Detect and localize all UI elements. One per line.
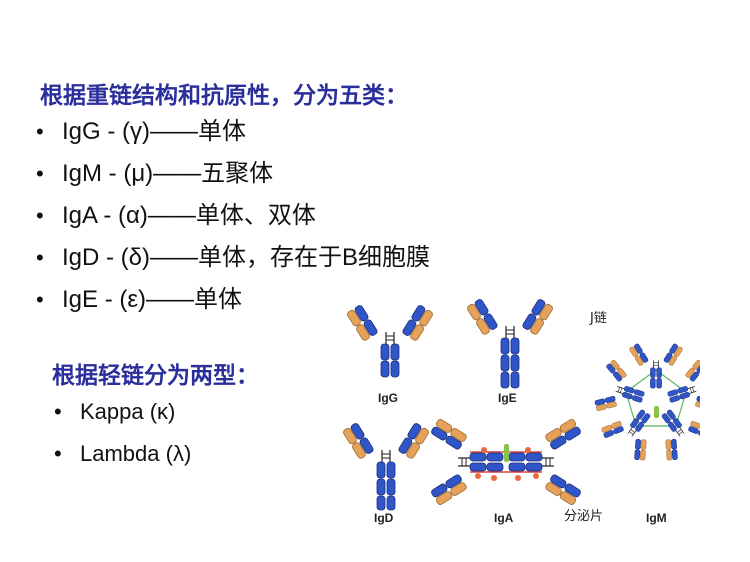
antibody-structure-figure: IgG IgE IgD IgA 分 xyxy=(338,290,700,530)
ige-structure-icon xyxy=(465,297,555,389)
list-item: •IgD - (δ)——单体，存在于B细胞膜 xyxy=(36,241,430,283)
bullet-icon: • xyxy=(36,287,44,312)
bullet-icon: • xyxy=(54,441,62,466)
igm-structure-icon xyxy=(592,343,700,465)
igg-structure-icon xyxy=(345,303,435,378)
bullet-icon: • xyxy=(36,203,44,228)
light-chain-type-list: •Kappa (κ) •Lambda (λ) xyxy=(54,395,191,479)
ige-label: IgE xyxy=(498,391,517,405)
heavy-chain-class-list: •IgG - (γ)——单体 •IgM - (μ)——五聚体 •IgA - (α… xyxy=(36,115,430,325)
list-item: •Kappa (κ) xyxy=(54,395,191,437)
iga-structure-icon xyxy=(429,417,583,507)
bullet-icon: • xyxy=(54,399,62,424)
heading-light-chain: 根据轻链分为两型： xyxy=(52,363,259,389)
igg-label: IgG xyxy=(378,391,398,405)
igd-structure-icon xyxy=(341,421,431,511)
bullet-icon: • xyxy=(36,161,44,186)
iga-label: IgA xyxy=(494,511,514,525)
bullet-icon: • xyxy=(36,245,44,270)
bullet-icon: • xyxy=(36,119,44,144)
igd-label: IgD xyxy=(374,511,394,525)
j-chain-label: J链 xyxy=(589,311,607,326)
list-item: •IgG - (γ)——单体 xyxy=(36,115,430,157)
list-item: •IgM - (μ)——五聚体 xyxy=(36,157,430,199)
list-item: •IgA - (α)——单体、双体 xyxy=(36,199,430,241)
igm-label: IgM xyxy=(646,511,667,525)
list-item: •IgE - (ε)——单体 xyxy=(36,283,430,325)
list-item: •Lambda (λ) xyxy=(54,437,191,479)
secretory-piece-label: 分泌片 xyxy=(564,509,603,524)
heading-heavy-chain: 根据重链结构和抗原性，分为五类： xyxy=(40,83,408,109)
